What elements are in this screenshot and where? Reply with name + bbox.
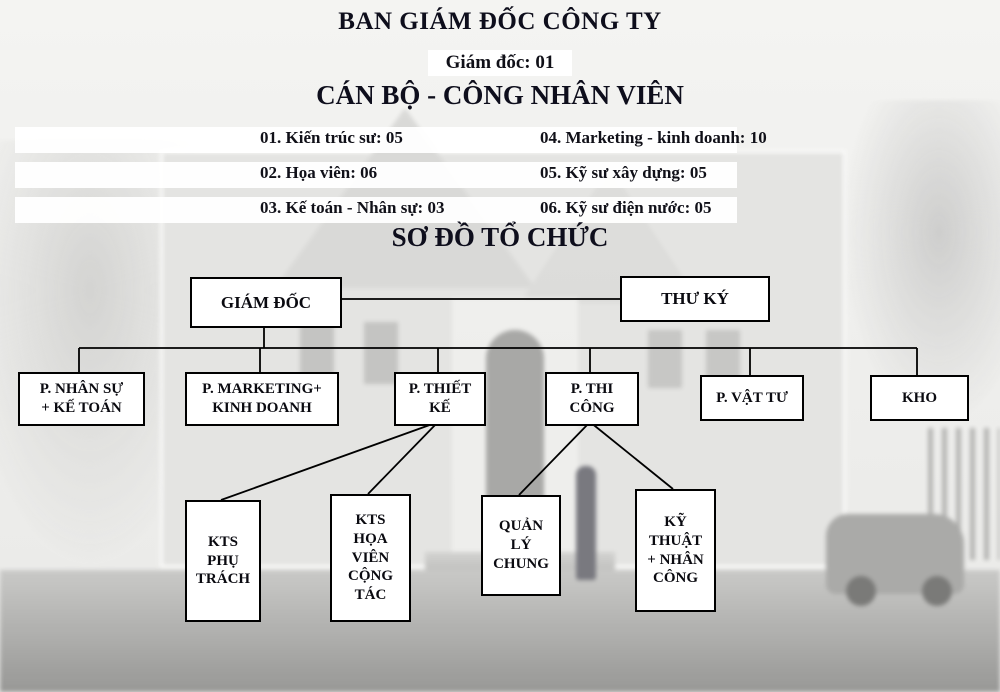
staff-item-marketing: 04. Marketing - kinh doanh: 10 [540,128,767,147]
staff-item-architects: 01. Kiến trúc sư: 05 [260,128,403,147]
staff-item-accounting-hr: 03. Kế toán - Nhân sự: 03 [260,198,445,217]
node-construction-dept: P. THI CÔNG [545,372,639,426]
node-materials-dept: P. VẬT TƯ [700,375,804,421]
bg-window [648,330,682,388]
staff-item-civil-engineers: 05. Kỹ sư xây dựng: 05 [540,163,707,182]
node-secretary: THƯ KÝ [620,276,770,322]
bg-person [576,466,596,580]
page-title: BAN GIÁM ĐỐC CÔNG TY [338,8,662,35]
staff-row: 03. Kế toán - Nhân sự: 03 06. Kỹ sư điện… [15,197,737,223]
bg-window [364,322,398,384]
node-collab-architects: KTS HỌA VIÊN CỘNG TÁC [330,494,411,622]
director-count: Giám đốc: 01 [427,50,573,76]
director-count-band: Giám đốc: 01 [0,50,1000,76]
node-technical-labor: KỸ THUẬT + NHÂN CÔNG [635,489,716,612]
node-hr-accounting: P. NHÂN SỰ + KẾ TOÁN [18,372,145,426]
node-design-dept: P. THIẾT KẾ [394,372,486,426]
staff-item-mep-engineers: 06. Kỹ sư điện nước: 05 [540,198,712,217]
node-general-manager: QUẢN LÝ CHUNG [481,495,561,596]
staff-section-title: CÁN BỘ - CÔNG NHÂN VIÊN [316,80,684,110]
staff-row: 02. Họa viên: 06 05. Kỹ sư xây dựng: 05 [15,162,737,188]
staff-row: 01. Kiến trúc sư: 05 04. Marketing - kin… [15,127,767,153]
org-chart-title: SƠ ĐỒ TỔ CHỨC [391,222,609,252]
node-marketing-sales: P. MARKETING+ KINH DOANH [185,372,339,426]
node-director: GIÁM ĐỐC [190,277,342,328]
staff-item-drafters: 02. Họa viên: 06 [260,163,378,182]
node-lead-architect: KTS PHỤ TRÁCH [185,500,261,622]
bg-car-wheel [846,576,876,606]
node-warehouse: KHO [870,375,969,421]
bg-car-wheel [922,576,952,606]
